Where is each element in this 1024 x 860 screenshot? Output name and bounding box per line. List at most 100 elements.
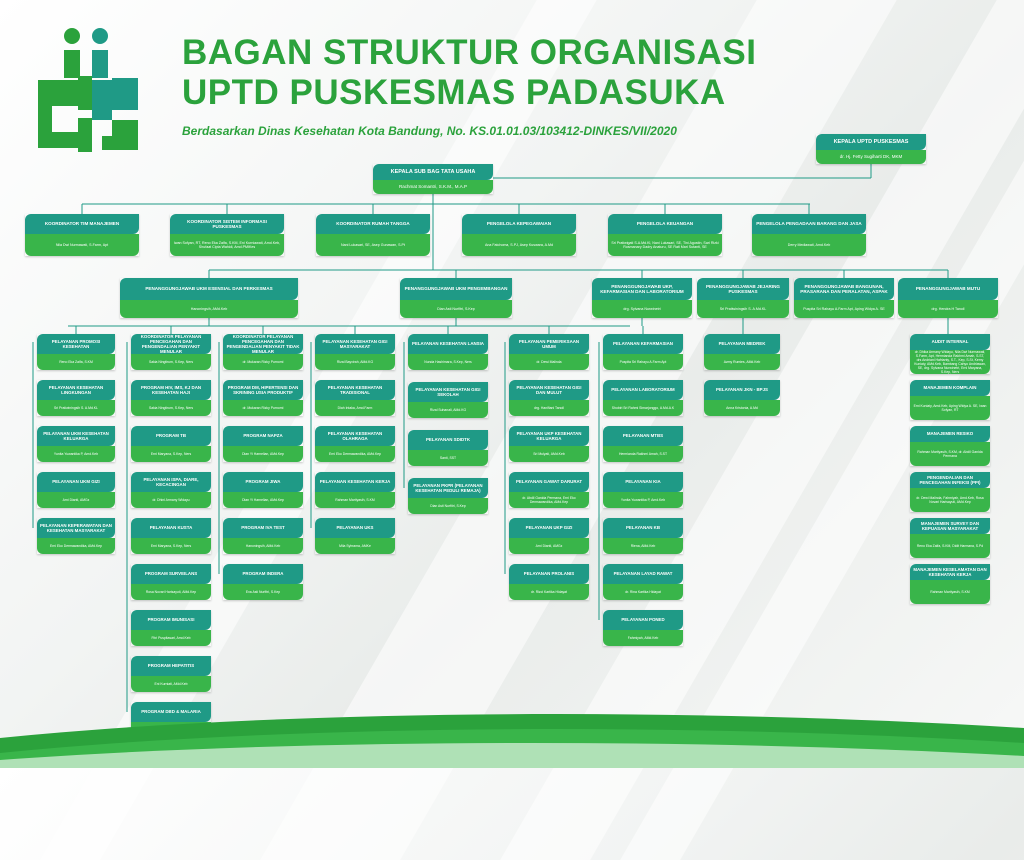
card-ukp-umum-1-title: PELAYANAN PEMERIKSAAN UMUM — [509, 334, 589, 354]
card-mutu-3-name: Rahman Martiyasih, S.KM, dr. Abdil Ganid… — [910, 442, 990, 466]
card-ukp-umum-4-title: PELAYANAN GAWAT DARURAT — [509, 472, 589, 492]
card-ukm-pengembangan-b-4-name: Dian Asti Nurfitri, S.Kep — [408, 498, 488, 514]
card-mutu-4-title: PENGENDALIAN DAN PENCEGAHAN INFEKSI (PPI… — [910, 472, 990, 488]
card-ukm-esensial-4-title: PELAYANAN UKM GIZI — [37, 472, 115, 492]
node-pj-bangunan: PENANGGUNGJAWAB BANGUNAN, PRASARANA DAN … — [794, 278, 894, 318]
card-p2pm-7-title: PROGRAM IMUNISASI — [131, 610, 211, 630]
card-ukm-pengembangan-a-1-name: Rizal Bayvirah, AMd.KG — [315, 354, 395, 370]
node-pj-bangunan-title: PENANGGUNGJAWAB BANGUNAN, PRASARANA DAN … — [794, 278, 894, 300]
node-koord-rt-title: KOORDINATOR RUMAH TANGGA — [316, 214, 430, 234]
node-pj-ukp-title: PENANGGUNGJAWAB UKP, KEFARMASIAN DAN LAB… — [592, 278, 692, 300]
card-mutu-6: MANAJEMEN KESELAMATAN DAN KESEHATAN KERJ… — [910, 564, 990, 604]
card-ukp-penunjang-1-title: PELAYANAN KEFARMASIAN — [603, 334, 683, 354]
card-p2pm-3-name: Erni Maryana, S.Kep, Ners — [131, 446, 211, 462]
card-p2pm-2-name: Sakia Ningtirum, S.Kep, Ners — [131, 400, 211, 416]
node-koord-tim-name: Nila Dwi Nurmawati, S.Farm, Apt — [25, 234, 139, 256]
node-pengadaan-title: PENGELOLA PENGADAAN BARANG DAN JASA — [752, 214, 866, 234]
card-p2ptm-1: KOORDINATOR PELAYANAN PENCEGAHAN DAN PEN… — [223, 334, 303, 370]
card-p2pm-7-name: Fitri Puspitasari, Amd.Keb — [131, 630, 211, 646]
node-pj-ukp: PENANGGUNGJAWAB UKP, KEFARMASIAN DAN LAB… — [592, 278, 692, 318]
card-ukp-umum-1-name: dr. Dewi Malinda — [509, 354, 589, 370]
card-p2ptm-6-title: PROGRAM INDERA — [223, 564, 303, 584]
card-ukp-penunjang-1-name: Puspita Sri Rahayu A.Farm Apt — [603, 354, 683, 370]
node-koord-tim-title: KOORDINATOR TIM MANAJEMEN — [25, 214, 139, 234]
card-ukm-esensial-2-title: PELAYANAN KESEHATAN LINGKUNGAN — [37, 380, 115, 400]
card-ukm-pengembangan-b-2-title: PELAYANAN KESEHATAN GIGI SEKOLAH — [408, 382, 488, 402]
card-p2ptm-2-name: dr. Mukaran Rizky Purnomi — [223, 400, 303, 416]
card-ukp-umum-5-title: PELAYANAN UKP GIZI — [509, 518, 589, 538]
card-p2ptm-5-title: PROGRAM IVA TEST — [223, 518, 303, 538]
card-ukp-penunjang-2-title: PELAYANAN LABORATORIUM — [603, 380, 683, 400]
card-p2pm-1-name: Sakia Ningtirum, S.Kep, Ners — [131, 354, 211, 370]
card-p2ptm-2-title: PROGRAM DM, HIPERTENSI DAN SKRINING USIA… — [223, 380, 303, 400]
node-pj-jejaring-name: Sri Pratiwiningsih S. A.Md.KL — [697, 300, 789, 318]
card-ukm-esensial-5-name: Erni Eko Dermawandika, AMd.Kep — [37, 538, 115, 554]
puskesmas-logo — [38, 28, 138, 152]
card-p2ptm-1-title: KOORDINATOR PELAYANAN PENCEGAHAN DAN PEN… — [223, 334, 303, 354]
card-ukp-umum-6-title: PELAYANAN PROLANIS — [509, 564, 589, 584]
card-ukp-penunjang-7-name: Fahmiyah, AMd.Keb — [603, 630, 683, 646]
card-ukp-penunjang-2-name: Shobiri Sri Rahmi Simarjonggo, A.Md.A.K — [603, 400, 683, 416]
card-ukp-umum-2-title: PELAYANAN KESEHATAN GIGI DAN MULUT — [509, 380, 589, 400]
node-pj-ukm-pengembangan-title: PENANGGUNGJAWAB UKM PENGEMBANGAN — [400, 278, 512, 300]
card-p2ptm-4-name: Dian Yi Harnelian, AMd.Kep — [223, 492, 303, 508]
card-mutu-2-name: Erni Kuniaty, Amd.Keb, Aping Widya A. SE… — [910, 396, 990, 420]
node-pengadaan-name: Derry Mediawati, Amd.Keb — [752, 234, 866, 256]
card-mutu-6-title: MANAJEMEN KESELAMATAN DAN KESEHATAN KERJ… — [910, 564, 990, 580]
node-kasubag-tu-name: Rachmat Somantri, S.K.M., M.A.P — [373, 180, 493, 194]
card-ukp-penunjang-6-title: PELAYANAN LAYAD RAWAT — [603, 564, 683, 584]
node-kepegawaian-title: PENGELOLA KEPEGAWAIAN — [462, 214, 576, 234]
card-ukm-esensial-2-name: Sri Pratiwiningsih S. A.Md.KL — [37, 400, 115, 416]
connector-lines — [32, 164, 949, 712]
card-ukm-pengembangan-a-3-title: PELAYANAN KESEHATAN OLAHRAGA — [315, 426, 395, 446]
node-pj-ukm-esensial-title: PENANGGUNGJAWAB UKM ESENSIAL DAN PERKESM… — [120, 278, 298, 300]
card-mutu-5: MANAJEMEN SURVEY DAN KEPUASAN MASYARAKAT… — [910, 518, 990, 558]
card-p2pm-9-title: PROGRAM DBD & MALARIA — [131, 702, 211, 722]
card-ukm-esensial-3-title: PELAYANAN UKM KESEHATAN KELUARGA — [37, 426, 115, 446]
card-ukp-penunjang-6-name: dr. Rina Kartika Hidayat — [603, 584, 683, 600]
card-ukm-pengembangan-a-3-name: Erni Eko Dermawandika, AMd.Kep — [315, 446, 395, 462]
card-ukp-umum-6-name: dr. Rizci Kartika Hidayat — [509, 584, 589, 600]
card-p2pm-8-name: Eni Kurniati, AMd.Keb — [131, 676, 211, 692]
node-pj-ukm-pengembangan-name: Dian Asti Nurfitri, S.Kep — [400, 300, 512, 318]
card-p2pm-5-title: PELAYANAN KUSTA — [131, 518, 211, 538]
card-ukm-pengembangan-a-1-title: PELAYANAN KESEHATAN GIGI MASYARAKAT — [315, 334, 395, 354]
card-mutu-4: PENGENDALIAN DAN PENCEGAHAN INFEKSI (PPI… — [910, 472, 990, 512]
card-ukm-pengembangan-a-4-name: Rahman Martiyasih, S.KM — [315, 492, 395, 508]
card-ukm-pengembangan-a-2-title: PELAYANAN KESEHATAN TRADISIONAL — [315, 380, 395, 400]
card-ukm-esensial-5-title: PELAYANAN KEPERAWATAN DAN KESEHATAN MASY… — [37, 518, 115, 538]
node-koord-rt-name: Nani Lukasari, SE, Asep Gunawan, S.Pt — [316, 234, 430, 256]
card-p2ptm-1-name: dr. Mukaran Rizky Purnomi — [223, 354, 303, 370]
card-ukp-umum-4-name: dr. Abdil Ganida Permana, Erni Eko Derma… — [509, 492, 589, 508]
card-p2ptm-3-title: PROGRAM NAPZA — [223, 426, 303, 446]
